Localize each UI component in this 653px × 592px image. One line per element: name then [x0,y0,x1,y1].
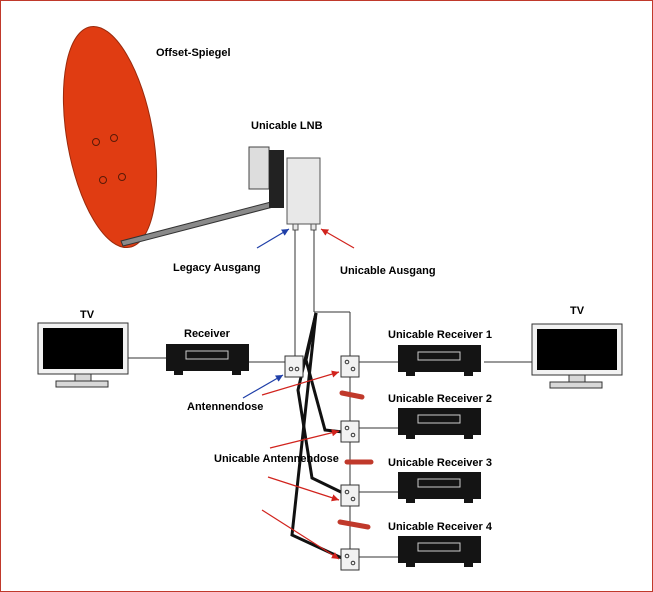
lnb-device [248,146,321,231]
legacy-output-label: Legacy Ausgang [173,262,261,274]
unicable-socket-2 [340,420,360,443]
unicable-receiver-4-device [398,536,481,567]
tv-right [531,323,623,389]
receiver-label: Receiver [184,328,231,340]
unicable-socket-4 [340,548,360,571]
receiver-legacy [166,344,249,375]
antenna-socket-label: Antennendose [187,401,263,413]
unicable-receiver-2-label: Unicable Receiver 2 [388,393,492,405]
unicable-receiver-1-device [398,345,481,376]
legacy-output-arrow [256,228,290,249]
offset-dish [62,25,158,249]
unicable-receiver-1-label: Unicable Receiver 1 [388,329,492,341]
unicable-output-arrow [320,228,355,249]
tv-left-label: TV [80,309,95,321]
lnb-label: Unicable LNB [251,120,323,132]
unicable-receiver-3-label: Unicable Receiver 3 [388,457,492,469]
red-markers [337,390,374,530]
antenna-socket-arrow [242,374,284,399]
unicable-socket-1 [340,355,360,378]
antenna-socket [284,355,304,378]
unicable-receiver-2-device [398,408,481,439]
dish-label: Offset-Spiegel [156,47,231,59]
unicable-socket-arrows [261,370,340,560]
unicable-sockets-label: Unicable Antennendose [214,453,339,465]
unicable-socket-3 [340,484,360,507]
unicable-receiver-4-label: Unicable Receiver 4 [388,521,493,533]
tv-right-label: TV [570,305,585,317]
tv-left [37,322,129,388]
unicable-receiver-3-device [398,472,481,503]
unicable-output-label: Unicable Ausgang [340,265,436,277]
